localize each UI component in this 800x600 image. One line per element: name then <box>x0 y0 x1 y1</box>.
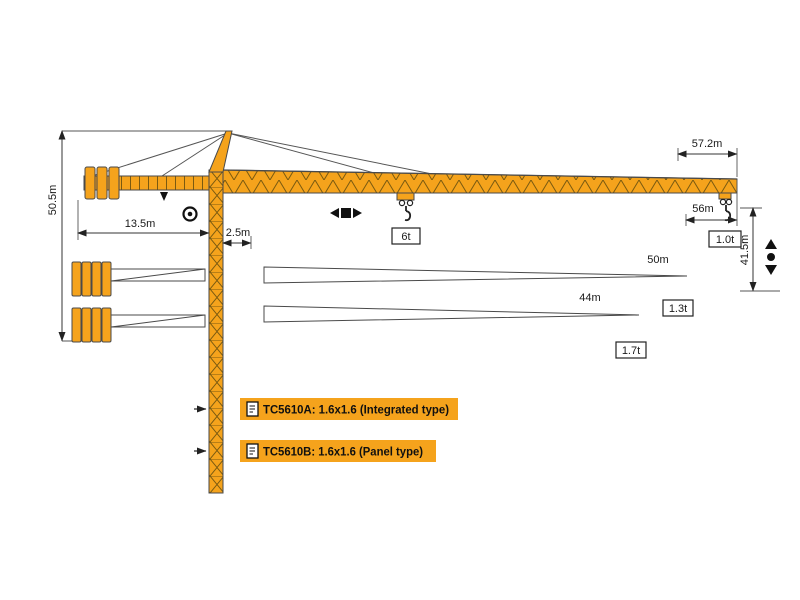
hook-travel-icon <box>765 239 777 275</box>
dim-tip-radius-label: 56m <box>692 203 713 215</box>
counter-jib-marker-arrow <box>160 192 168 201</box>
load-6t-label: 6t <box>401 231 410 243</box>
ballast-group-upper <box>71 261 206 297</box>
dim-jib-offset-label: 2.5m <box>226 227 250 239</box>
dim-jib-length-full: 57.2m <box>677 138 738 177</box>
dim-tower-height-label: 50.5m <box>47 185 59 216</box>
trolley-hook <box>396 192 415 222</box>
model-label-a-text: TC5610A: 1.6x1.6 (Integrated type) <box>263 403 449 417</box>
document-icon <box>246 401 259 417</box>
model-label-a-box <box>240 398 458 420</box>
jib-variant-50m-label: 50m <box>647 254 668 266</box>
dim-jib-offset: 2.5m <box>222 227 252 249</box>
model-label-b-box <box>240 440 436 462</box>
load-6t: 6t <box>391 227 421 245</box>
dim-hook-height-label: 41.5m <box>739 235 751 266</box>
tower-mast <box>208 169 224 494</box>
model-label-a: TC5610A: 1.6x1.6 (Integrated type) <box>240 398 458 420</box>
main-jib <box>222 169 738 194</box>
load-1-3t-label: 1.3t <box>669 303 687 315</box>
load-1-7t-label: 1.7t <box>622 345 640 357</box>
load-1-3t: 1.3t <box>662 299 694 317</box>
load-1-0t: 1.0t <box>708 230 742 248</box>
slewing-icon <box>182 206 198 222</box>
load-1-7t: 1.7t <box>615 341 647 359</box>
dim-counter-jib-radius-label: 13.5m <box>125 218 156 230</box>
model-label-b: TC5610B: 1.6x1.6 (Panel type) <box>240 440 436 462</box>
dim-counter-jib-radius: 13.5m <box>77 200 210 240</box>
model-label-b-text: TC5610B: 1.6x1.6 (Panel type) <box>263 445 423 459</box>
load-1-0t-label: 1.0t <box>716 234 734 246</box>
document-icon <box>246 443 259 459</box>
jib-variant-50m: 50m <box>263 254 688 284</box>
counter-jib <box>83 166 214 201</box>
dim-jib-length-full-label: 57.2m <box>692 138 723 150</box>
counterweight-stack <box>84 166 120 200</box>
dim-tip-radius: 56m <box>685 180 738 226</box>
tower-head <box>208 130 233 173</box>
jib-variant-44m-label: 44m <box>579 292 600 304</box>
jib-variant-44m: 44m <box>263 292 640 323</box>
trolley-travel-icon <box>330 208 362 218</box>
tip-hook <box>718 192 733 222</box>
dim-hook-height: 41.5m <box>739 207 780 292</box>
ballast-group-lower <box>71 307 206 343</box>
